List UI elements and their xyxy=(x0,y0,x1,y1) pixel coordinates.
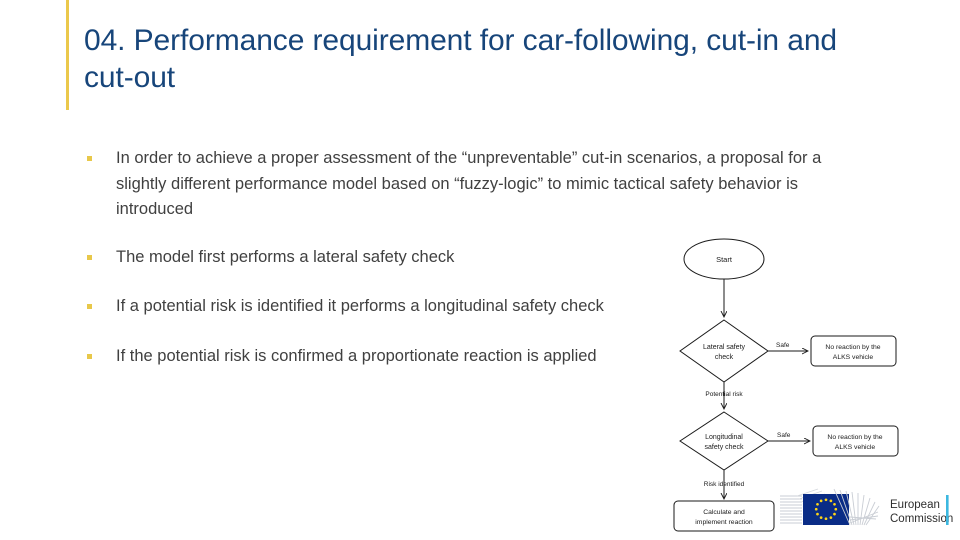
flow-edge-label-safe-1: Safe xyxy=(776,342,790,349)
flow-node-reaction-label-2: implement reaction xyxy=(695,519,753,526)
bullet-marker-icon xyxy=(87,353,92,359)
title-accent-bar xyxy=(66,0,69,110)
flow-node-start: Start xyxy=(683,238,765,280)
flow-node-longitudinal-check-label-2: safety check xyxy=(705,444,744,451)
flow-node-no-reaction-2-label-1: No reaction by the xyxy=(827,434,882,441)
list-item-text: If the potential risk is confirmed a pro… xyxy=(116,346,597,365)
flow-node-start-label: Start xyxy=(716,255,733,264)
bullet-marker-icon xyxy=(87,254,92,260)
logo-fan-right-icon xyxy=(833,488,880,526)
flow-node-lateral-check-label-2: check xyxy=(715,354,734,361)
flow-node-no-reaction-2: No reaction by the ALKS vehicle xyxy=(812,425,899,457)
list-item-text: In order to achieve a proper assessment … xyxy=(116,149,822,218)
flow-node-no-reaction-1-label-1: No reaction by the xyxy=(825,344,880,351)
logo-text-line-1: European xyxy=(890,499,940,511)
bullet-marker-icon xyxy=(87,304,92,309)
european-commission-logo: European Commission xyxy=(778,487,953,533)
flowchart-diagram: Start Lateral safety check Safe No react… xyxy=(660,238,900,538)
bullet-marker-icon xyxy=(87,156,92,161)
bullet-list: In order to achieve a proper assessment … xyxy=(82,146,872,391)
flow-edge-label-potential-risk: Potential risk xyxy=(705,391,743,398)
flow-edge-label-safe-2: Safe xyxy=(777,432,791,439)
list-item: The model first performs a lateral safet… xyxy=(82,245,872,271)
page-title: 04. Performance requirement for car-foll… xyxy=(84,24,837,94)
logo-fan-left-icon xyxy=(780,495,802,524)
flow-node-longitudinal-check: Longitudinal safety check xyxy=(679,411,769,471)
eu-flag-icon xyxy=(803,494,849,525)
flow-node-longitudinal-check-label-1: Longitudinal xyxy=(705,434,743,441)
flow-node-no-reaction-1: No reaction by the ALKS vehicle xyxy=(810,335,897,367)
flow-node-reaction: Calculate and implement reaction xyxy=(673,500,775,532)
list-item: If the potential risk is confirmed a pro… xyxy=(82,344,872,370)
list-item-text: The model first performs a lateral safet… xyxy=(116,247,455,266)
list-item: In order to achieve a proper assessment … xyxy=(82,146,872,223)
logo-accent-bar xyxy=(946,495,949,525)
flow-node-no-reaction-1-label-2: ALKS vehicle xyxy=(833,354,874,361)
list-item: If a potential risk is identified it per… xyxy=(82,294,872,320)
list-item-text: If a potential risk is identified it per… xyxy=(116,297,604,315)
flow-node-lateral-check: Lateral safety check xyxy=(679,319,769,383)
flow-node-lateral-check-label-1: Lateral safety xyxy=(703,344,746,351)
flow-node-no-reaction-2-label-2: ALKS vehicle xyxy=(835,444,876,451)
logo-text-line-2: Commission xyxy=(890,513,953,525)
flow-edge-label-risk-identified: Risk identified xyxy=(704,481,745,488)
flow-node-reaction-label-1: Calculate and xyxy=(703,509,745,516)
